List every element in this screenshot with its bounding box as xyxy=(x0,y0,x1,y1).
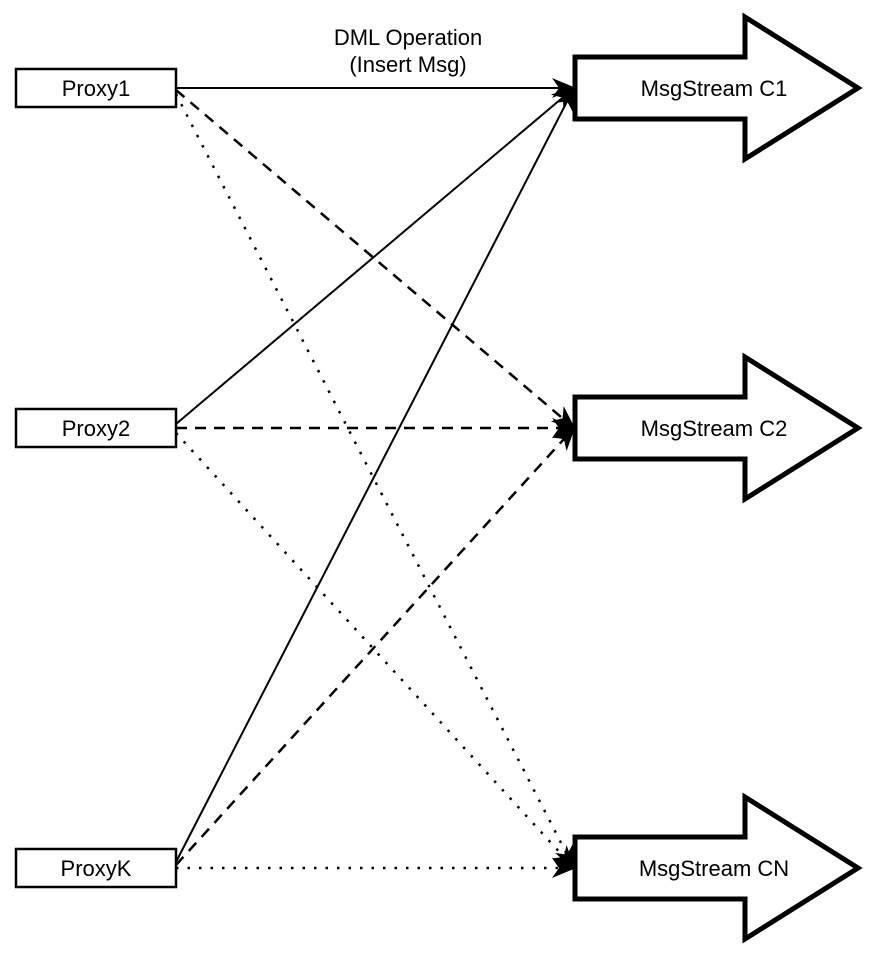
proxy1-node: Proxy1 xyxy=(14,67,178,109)
msgstream-c1-node: MsgStream C1 xyxy=(572,12,863,164)
proxyk-node: ProxyK xyxy=(14,847,178,889)
proxyk-label: ProxyK xyxy=(61,856,132,881)
edge-proxy1-to-c2-dashed xyxy=(175,89,576,430)
stream-nodes: MsgStream C1 MsgStream C2 MsgStream CN xyxy=(572,12,863,944)
proxy2-label: Proxy2 xyxy=(62,416,130,441)
edges xyxy=(174,78,576,878)
msgstream-c1-arrow-shape xyxy=(572,12,863,164)
edge-proxy1-to-cn-dotted xyxy=(174,93,576,870)
msgstream-c2-label: MsgStream C2 xyxy=(641,416,788,441)
title-line-1: DML Operation xyxy=(334,25,482,50)
edge-proxyk-to-c1-solid xyxy=(175,86,575,863)
diagram-title: DML Operation (Insert Msg) xyxy=(334,25,482,77)
proxy2-node: Proxy2 xyxy=(14,407,178,449)
msgstream-c2-node: MsgStream C2 xyxy=(572,352,863,504)
proxyk-box xyxy=(14,847,178,889)
edge-proxyk-to-c2-dashed xyxy=(175,426,576,866)
edge-proxy2-to-cn-dotted xyxy=(175,432,576,870)
title-line-2: (Insert Msg) xyxy=(349,52,466,77)
proxy2-box xyxy=(14,407,178,449)
msgstream-cn-label: MsgStream CN xyxy=(639,856,789,881)
msgstream-cn-node: MsgStream CN xyxy=(572,792,863,944)
msgstream-c2-arrow-shape xyxy=(572,352,863,504)
proxy1-box xyxy=(14,67,178,109)
msgstream-c1-label: MsgStream C1 xyxy=(641,76,788,101)
edge-proxy2-to-c1-solid xyxy=(175,86,576,425)
proxy1-label: Proxy1 xyxy=(62,76,130,101)
proxy-nodes: Proxy1 Proxy2 ProxyK xyxy=(14,67,178,889)
msgstream-cn-arrow-shape xyxy=(572,792,863,944)
